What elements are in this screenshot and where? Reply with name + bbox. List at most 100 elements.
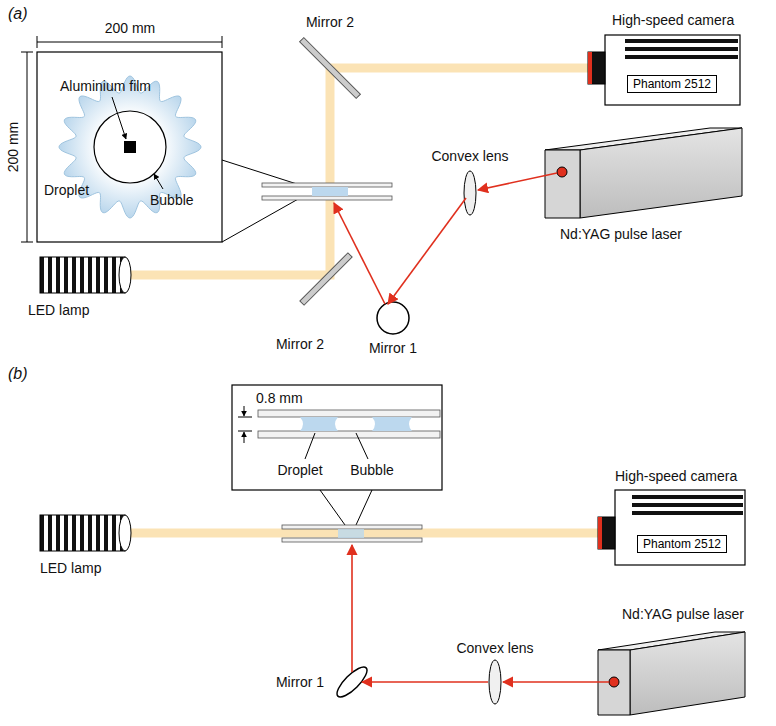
camera <box>598 517 602 549</box>
part-label: Mirror 2 <box>306 14 354 30</box>
glass-slide-b <box>282 525 422 529</box>
dimension-line <box>27 52 28 242</box>
inset-b <box>244 406 245 416</box>
inset-b <box>232 385 442 525</box>
inset-b <box>238 417 252 418</box>
leader-line <box>356 433 368 459</box>
camera <box>598 490 745 565</box>
mirror <box>377 302 409 334</box>
convex-lens <box>489 660 501 704</box>
laser-beam <box>351 545 353 672</box>
laser-beam <box>388 198 466 304</box>
part-label: Mirror 2 <box>276 336 324 352</box>
name-plate: Phantom 2512 <box>627 75 717 93</box>
mirror <box>300 253 352 305</box>
inset-line <box>222 198 300 242</box>
pulse-laser <box>630 632 745 715</box>
pulse-laser <box>545 128 742 218</box>
part-label: High-speed camera <box>615 468 737 484</box>
camera <box>588 35 740 105</box>
mirror <box>300 38 361 99</box>
inset-b <box>238 431 252 432</box>
dimension-line <box>37 42 222 43</box>
camera <box>615 490 745 565</box>
part-label: Nd:YAG pulse laser <box>560 226 682 242</box>
leader-line <box>154 174 163 189</box>
part-label: Aluminium film <box>60 78 151 94</box>
light-beam <box>125 529 598 538</box>
convex-lens <box>464 171 476 215</box>
camera <box>632 495 743 499</box>
camera <box>625 47 738 51</box>
camera <box>625 55 738 59</box>
glass-slide-a <box>262 183 392 187</box>
inset-b <box>232 385 442 490</box>
camera <box>605 35 740 105</box>
part-label: Convex lens <box>431 148 508 164</box>
led-lamp <box>40 515 131 551</box>
laser-beam <box>503 681 609 683</box>
glass-slide-b <box>338 529 364 538</box>
inset-b <box>244 432 245 443</box>
camera <box>625 39 738 43</box>
bubble-circle <box>94 111 166 183</box>
part-label: High-speed camera <box>612 12 734 28</box>
inset-b <box>300 417 338 431</box>
camera <box>632 503 743 507</box>
part-label: LED lamp <box>28 302 89 318</box>
inset-b <box>258 410 440 417</box>
led-lamp <box>40 515 125 551</box>
plate-text: Phantom 2512 <box>643 537 721 551</box>
part-label: Nd:YAG pulse laser <box>622 606 744 622</box>
plate-text: Phantom 2512 <box>633 77 711 91</box>
camera <box>588 52 592 84</box>
inset-line <box>222 160 300 185</box>
led-lamp <box>40 257 125 293</box>
dimension-tick <box>21 52 33 53</box>
inset-line <box>356 490 372 525</box>
part-label: Mirror 1 <box>369 340 417 356</box>
name-plate: Phantom 2512 <box>637 535 727 553</box>
led-lamp <box>119 515 131 551</box>
part-label: Droplet <box>277 462 322 478</box>
camera <box>588 52 605 84</box>
glass-slide-a <box>262 196 392 200</box>
pulse-laser <box>580 128 742 218</box>
pulse-laser <box>557 167 567 177</box>
part-label: Mirror 1 <box>276 674 324 690</box>
glass-slide-a <box>262 183 392 200</box>
glass-slide-b <box>282 525 422 542</box>
glass-slide-b <box>282 538 422 542</box>
pulse-laser <box>598 632 745 715</box>
camera <box>632 511 743 515</box>
inset-b <box>258 431 440 438</box>
part-label: Droplet <box>44 182 89 198</box>
laser-beam <box>334 203 385 304</box>
laser-beam <box>362 681 488 683</box>
pulse-laser <box>609 677 619 687</box>
laser-beam <box>334 173 557 304</box>
dimension-label: 200 mm <box>5 122 21 173</box>
leader-line <box>305 433 315 459</box>
laser-beam <box>352 545 609 682</box>
led-lamp <box>119 257 131 293</box>
part-label: Bubble <box>350 462 394 478</box>
light-beam <box>130 68 590 275</box>
panel-label: (a) <box>8 6 28 22</box>
dimension-label: 0.8 mm <box>256 390 303 406</box>
inset-b <box>372 417 412 431</box>
part-label: Bubble <box>150 192 194 208</box>
inset-box <box>37 52 222 242</box>
laser-beam <box>478 173 557 190</box>
panel-label: (b) <box>8 366 28 382</box>
leader-line <box>112 97 126 139</box>
dimension-tick <box>21 242 33 243</box>
dimension-tick <box>222 36 223 48</box>
pulse-laser <box>545 150 580 218</box>
part-label: Convex lens <box>456 640 533 656</box>
part-label: LED lamp <box>40 560 101 576</box>
dimension-label: 200 mm <box>105 20 156 36</box>
aluminium-film <box>124 141 136 153</box>
led-lamp <box>40 257 131 293</box>
